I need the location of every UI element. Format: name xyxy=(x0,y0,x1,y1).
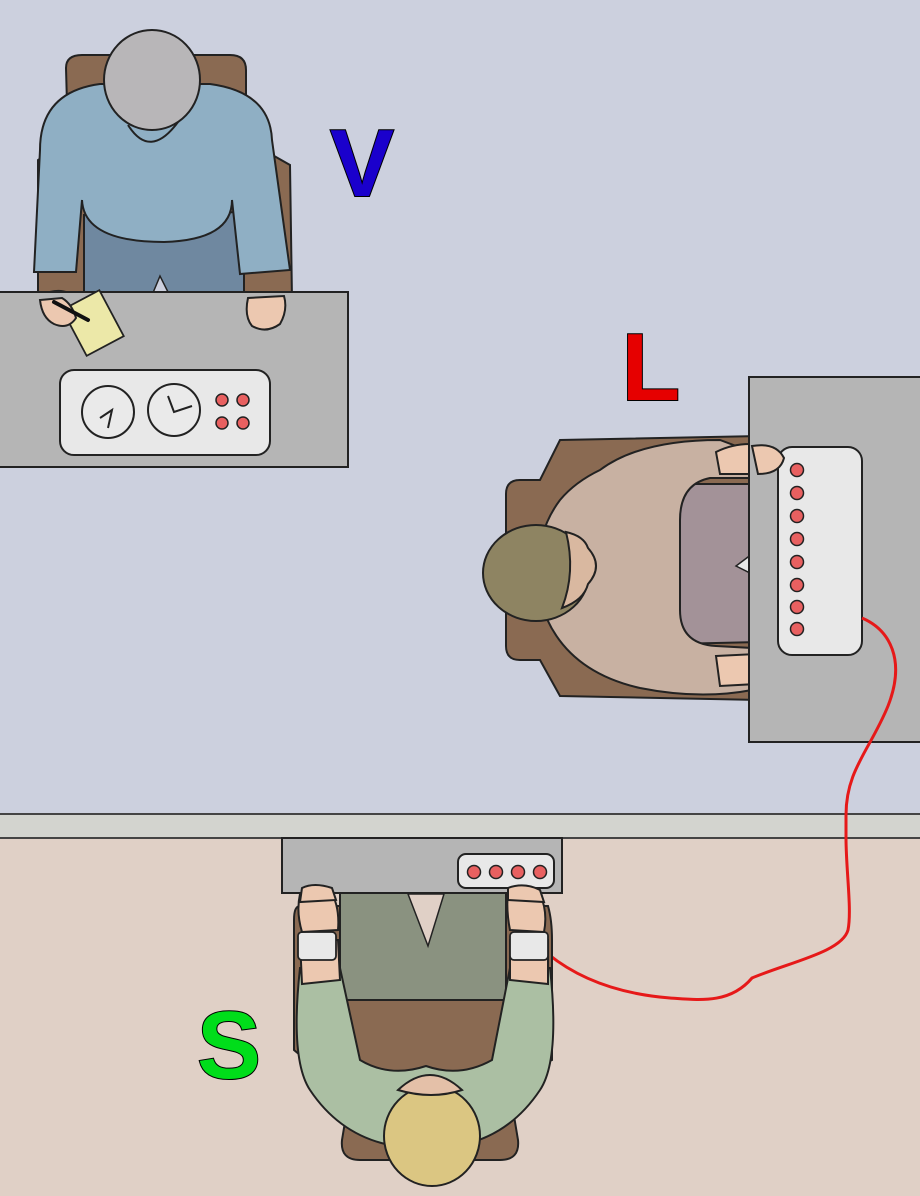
shock-switch-light xyxy=(789,508,805,524)
experimenter-neck-line xyxy=(127,121,179,143)
teacher-fingers xyxy=(750,444,786,476)
answer-box xyxy=(457,853,555,889)
answer-light xyxy=(510,864,526,880)
electric-wire xyxy=(547,616,898,1001)
learner-head xyxy=(383,1085,481,1187)
experimenter-torso xyxy=(32,83,292,276)
teacher-face xyxy=(560,530,597,610)
learner-wrist-strap-right xyxy=(509,931,549,961)
learner-wrist-strap-left xyxy=(297,931,337,961)
experimenter-desk xyxy=(0,288,349,468)
shock-switch-light xyxy=(789,531,805,547)
shock-switch-row xyxy=(789,462,805,637)
shock-switch-light xyxy=(789,554,805,570)
shock-switch-light xyxy=(789,621,805,637)
experimenter-head xyxy=(103,29,201,131)
shock-generator-panel xyxy=(777,446,863,656)
teacher-desk xyxy=(748,376,920,743)
answer-light xyxy=(532,864,548,880)
learner-neck xyxy=(396,1074,464,1096)
shock-switch-light xyxy=(789,577,805,593)
experimenter-notepad xyxy=(61,288,125,358)
learner-desk xyxy=(281,837,563,904)
gauge-needle-icon xyxy=(99,407,114,429)
experimenter-hand-right-front xyxy=(245,294,287,331)
learner-torso xyxy=(295,967,555,1150)
learner-figure xyxy=(293,886,555,1187)
console-light xyxy=(236,416,250,430)
pen-icon xyxy=(52,300,90,322)
console-light xyxy=(215,393,229,407)
learner-fingers-left xyxy=(298,884,338,904)
dividing-wall xyxy=(0,813,920,839)
shock-switch-light xyxy=(789,462,805,478)
experimenter-hand-left-front xyxy=(38,296,78,327)
shock-switch-light xyxy=(789,485,805,501)
experimenter-label: V xyxy=(330,110,394,217)
shock-switch-light xyxy=(789,599,805,615)
teacher-figure xyxy=(482,434,784,702)
learner-fingers-right xyxy=(507,884,546,904)
clock-hands-icon xyxy=(167,395,193,414)
teacher-label: L xyxy=(622,314,681,421)
console-light xyxy=(215,416,229,430)
answer-light xyxy=(488,864,504,880)
learner-label: S xyxy=(197,992,261,1099)
experimenter-figure xyxy=(32,29,294,332)
console-light xyxy=(236,393,250,407)
answer-light xyxy=(466,864,482,880)
